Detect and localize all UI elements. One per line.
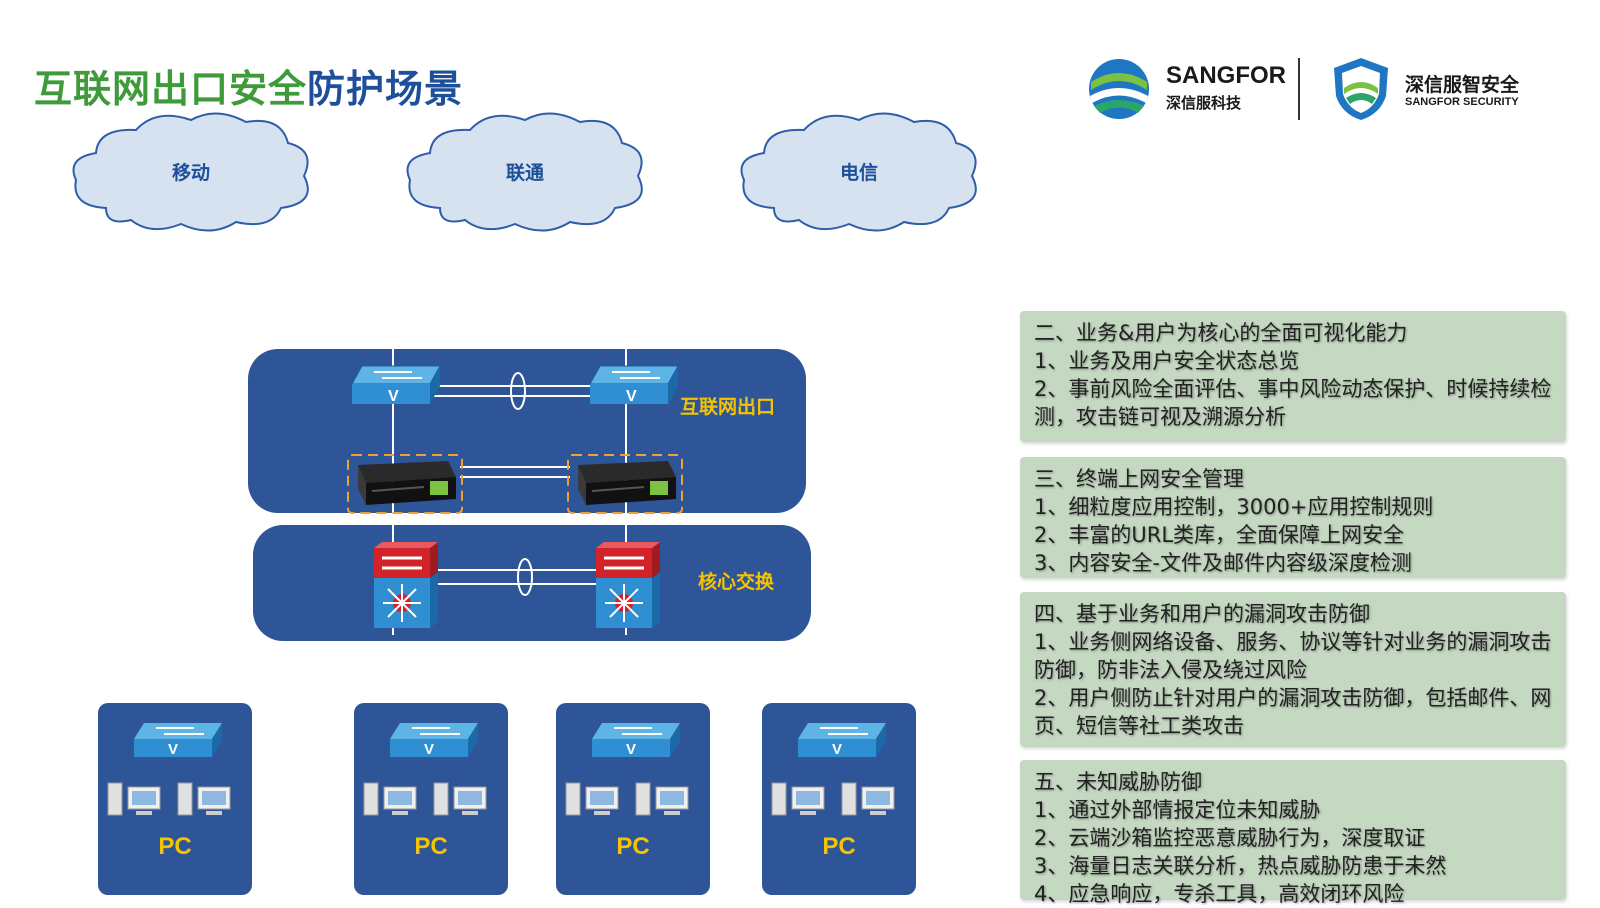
- network-diagram: V V: [347, 365, 683, 628]
- cloud-label: 移动: [171, 162, 210, 184]
- link-aggregation-ellipse: [510, 372, 526, 410]
- core-switch-label: 核心交换: [698, 571, 775, 593]
- security-brand-cn: 深信服智安全: [1405, 74, 1520, 96]
- internet-exit-panel: [248, 349, 806, 513]
- pc-group-1: V PC: [98, 703, 252, 895]
- svg-text:V: V: [424, 741, 434, 758]
- cloud-telecom: 电信: [734, 108, 984, 238]
- access-switch-and-pc-icon: V: [363, 723, 487, 816]
- cloud-icon: [740, 112, 977, 232]
- feature-item: 1、业务及用户安全状态总览: [1034, 349, 1300, 373]
- access-switch-and-pc-icon: V: [771, 723, 895, 816]
- page-title: 互联网出口安全防护场景: [34, 58, 463, 113]
- feature-item: 3、内容安全-文件及邮件内容级深度检测: [1034, 551, 1412, 575]
- svg-text:V: V: [388, 388, 399, 405]
- firewall-appliance-icon: [567, 454, 683, 514]
- feature-item: 2、用户侧防止针对用户的漏洞攻击防御，包括邮件、网页、短信等社工类攻击: [1034, 686, 1552, 738]
- pc-group-4: V PC: [762, 703, 916, 895]
- feature-title: 四、基于业务和用户的漏洞攻击防御: [1034, 602, 1370, 626]
- feature-vulnerability-defense: 四、基于业务和用户的漏洞攻击防御 1、业务侧网络设备、服务、协议等针对业务的漏洞…: [1020, 592, 1566, 747]
- security-shield-logo: [1334, 58, 1388, 120]
- sangfor-globe-logo: [1089, 59, 1149, 119]
- feature-item: 2、丰富的URL类库，全面保障上网安全: [1034, 523, 1405, 547]
- cloud-label: 联通: [505, 162, 544, 184]
- brand-cn: 深信服科技: [1166, 94, 1242, 112]
- cloud-icon: [72, 112, 309, 232]
- core-switch-icon: [374, 542, 438, 628]
- feature-item: 2、云端沙箱监控恶意威胁行为，深度取证: [1034, 826, 1426, 850]
- page-title-blue: 防护场景: [307, 67, 464, 111]
- feature-terminal-management: 三、终端上网安全管理 1、细粒度应用控制，3000+应用控制规则 2、丰富的UR…: [1020, 457, 1566, 578]
- feature-item: 4、应急响应，专杀工具，高效闭环风险: [1034, 882, 1405, 906]
- cloud-unicom: 联通: [400, 108, 650, 238]
- feature-title: 二、业务&用户为核心的全面可视化能力: [1034, 321, 1408, 345]
- page-title-green: 互联网出口安全: [34, 67, 308, 111]
- switch-icon: V: [589, 365, 679, 405]
- feature-item: 2、事前风险全面评估、事中风险动态保护、时候持续检测，攻击链可视及溯源分析: [1034, 377, 1552, 429]
- access-switch-and-pc-icon: V: [107, 723, 231, 816]
- internet-exit-label: 互联网出口: [680, 396, 776, 418]
- feature-item: 1、通过外部情报定位未知威胁: [1034, 798, 1321, 822]
- pc-label: PC: [158, 833, 192, 860]
- pc-label: PC: [414, 833, 448, 860]
- security-brand-en: SANGFOR SECURITY: [1405, 96, 1519, 108]
- feature-item: 1、细粒度应用控制，3000+应用控制规则: [1034, 495, 1434, 519]
- brand-name: SANGFOR: [1166, 62, 1286, 89]
- firewall-appliance-icon: [347, 454, 463, 514]
- link-aggregation-ellipse: [517, 558, 533, 596]
- cloud-icon: [406, 112, 643, 232]
- pc-label: PC: [822, 833, 856, 860]
- svg-text:V: V: [832, 741, 842, 758]
- pc-label: PC: [616, 833, 650, 860]
- feature-title: 三、终端上网安全管理: [1034, 467, 1244, 491]
- cloud-mobile: 移动: [66, 108, 316, 238]
- feature-item: 3、海量日志关联分析，热点威胁防患于未然: [1034, 854, 1447, 878]
- feature-title: 五、未知威胁防御: [1034, 770, 1202, 794]
- pc-group-2: V PC: [354, 703, 508, 895]
- core-switch-icon: [596, 542, 660, 628]
- switch-icon: V: [351, 365, 441, 405]
- svg-text:V: V: [168, 741, 178, 758]
- feature-visibility: 二、业务&用户为核心的全面可视化能力 1、业务及用户安全状态总览 2、事前风险全…: [1020, 311, 1566, 442]
- svg-text:V: V: [626, 388, 637, 405]
- pc-group-3: V PC: [556, 703, 710, 895]
- logo-divider: [1298, 58, 1300, 120]
- cloud-label: 电信: [839, 162, 878, 184]
- svg-text:V: V: [626, 741, 636, 758]
- feature-unknown-threat: 五、未知威胁防御 1、通过外部情报定位未知威胁 2、云端沙箱监控恶意威胁行为，深…: [1020, 760, 1566, 906]
- feature-item: 1、业务侧网络设备、服务、协议等针对业务的漏洞攻击防御，防非法入侵及绕过风险: [1034, 630, 1552, 682]
- access-switch-and-pc-icon: V: [565, 723, 689, 816]
